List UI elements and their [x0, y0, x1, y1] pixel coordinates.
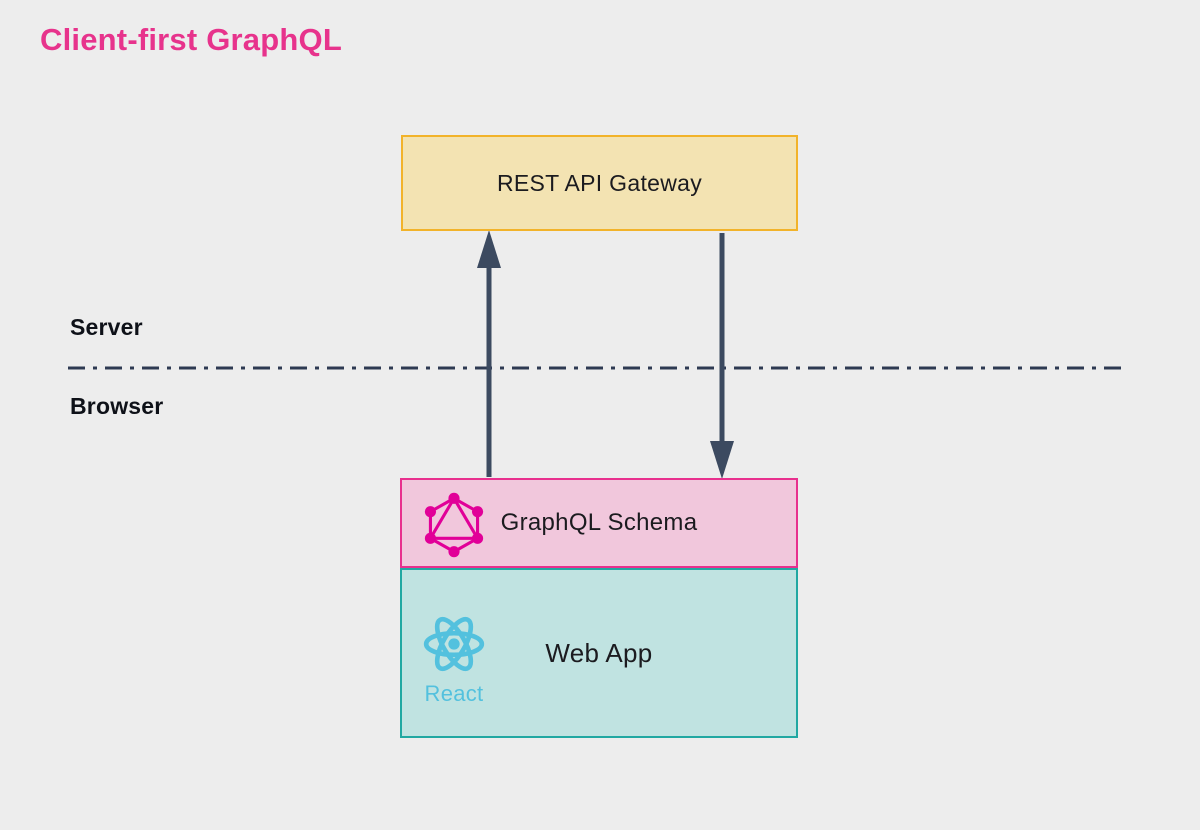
graphql-schema-label: GraphQL Schema — [500, 509, 698, 536]
graphql-logo-icon — [424, 492, 484, 558]
react-logo-block: React — [418, 614, 490, 707]
web-app-box: React Web App — [400, 568, 798, 738]
react-logo-caption: React — [424, 681, 484, 706]
rest-api-gateway-label: REST API Gateway — [496, 169, 703, 196]
arrow-gateway-to-schema — [710, 233, 734, 479]
react-logo-icon — [423, 616, 485, 672]
browser-zone-label: Browser — [70, 393, 164, 419]
rest-api-gateway-box: REST API Gateway — [401, 135, 798, 231]
web-app-label: Web App — [545, 637, 653, 668]
graphql-schema-box: GraphQL Schema — [400, 478, 798, 568]
page-title: Client-first GraphQL — [40, 22, 342, 57]
arrow-schema-to-gateway — [477, 230, 501, 477]
server-zone-label: Server — [70, 314, 143, 340]
